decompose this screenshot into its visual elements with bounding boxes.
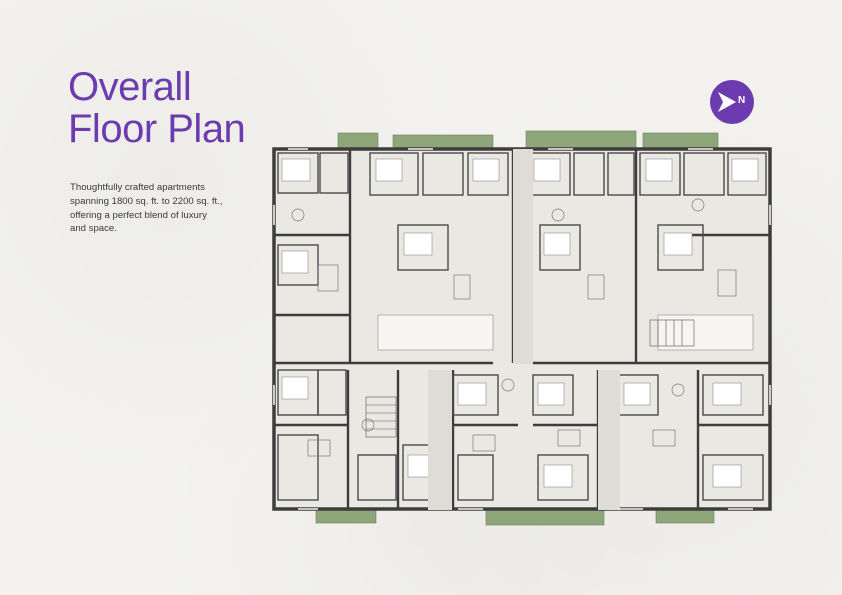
title-line-2: Floor Plan (68, 107, 246, 151)
beds (281, 158, 759, 488)
description-line-1: Thoughtfully crafted apartments (70, 182, 205, 193)
north-arrow-icon (718, 92, 736, 112)
room-partitions (277, 152, 767, 501)
north-badge: N (710, 80, 754, 124)
description-line-2: spanning 1800 sq. ft. to 2200 sq. ft., (70, 195, 223, 207)
page-title: Overall Floor Plan (68, 65, 246, 151)
description-line-4: and space. (70, 223, 117, 235)
title-line-1: Overall (68, 65, 192, 109)
floor-plan-drawing (272, 130, 772, 526)
stair-cores (365, 319, 695, 438)
planters-top (337, 130, 719, 150)
window-markers (273, 148, 771, 510)
corridors (428, 149, 620, 510)
planters-bottom (315, 506, 715, 526)
description: Thoughtfully crafted apartments spanning… (70, 181, 260, 236)
description-line-3: offering a perfect blend of luxury (70, 209, 207, 221)
north-label: N (738, 95, 746, 106)
living-furniture (291, 198, 737, 457)
